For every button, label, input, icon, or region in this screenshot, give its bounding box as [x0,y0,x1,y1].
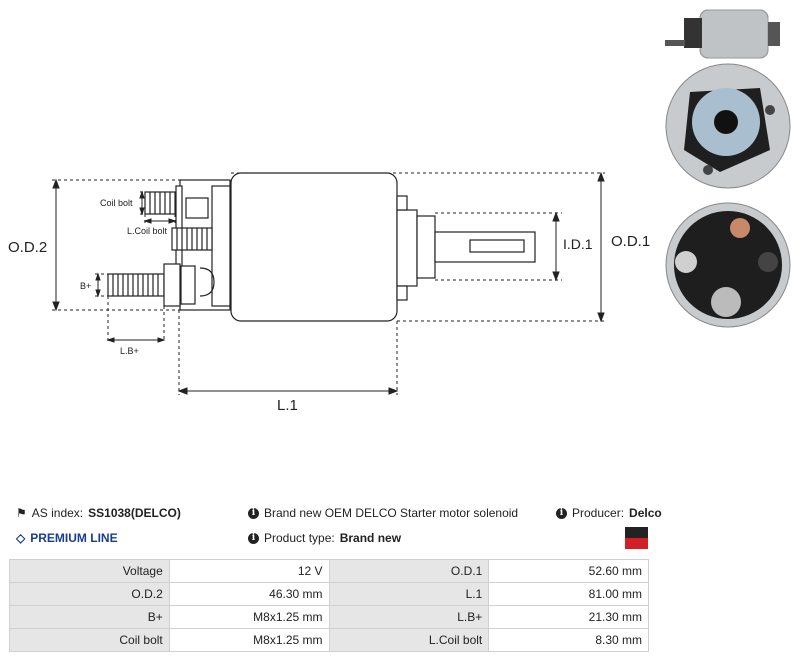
description-text: Brand new OEM DELCO Starter motor soleno… [264,506,519,520]
diamond-icon: ◇ [16,531,26,545]
product-type-row: i Product type: Brand new [248,531,401,545]
spec-value: 46.30 mm [168,582,330,606]
spec-value: 8.30 mm [488,628,649,652]
product-type-value: Brand new [339,531,402,545]
as-index-value: SS1038(DELCO) [88,506,181,520]
product-photo-side [665,9,780,59]
info-icon: i [248,532,259,544]
info-icon: i [556,507,567,519]
spec-value: 12 V [168,559,330,583]
l1-label: L.1 [277,397,298,414]
spec-label: O.D.2 [9,582,170,606]
producer-value: Delco [629,506,662,520]
spec-value: 81.00 mm [488,582,649,606]
l-coil-bolt-label: L.Coil bolt [127,226,168,236]
id1-label: I.D.1 [563,236,593,252]
spec-label: Voltage [9,559,170,583]
product-photo-front [665,63,791,189]
spec-label: B+ [9,605,170,629]
product-photo-back [665,202,791,328]
producer-row: i Producer: Delco [556,506,662,520]
description-row: i Brand new OEM DELCO Starter motor sole… [248,506,518,520]
spec-label: O.D.1 [328,559,490,583]
spec-value: 21.30 mm [488,605,649,629]
spec-value: M8x1.25 mm [168,628,330,652]
od2-label: O.D.2 [8,239,47,256]
b-plus-label: B+ [80,281,91,291]
info-icon: i [248,507,259,519]
od1-label: O.D.1 [611,233,650,250]
spec-label: L.Coil bolt [328,628,490,652]
spec-label: L.B+ [328,605,490,629]
spec-label: Coil bolt [9,628,170,652]
coil-bolt-label: Coil bolt [100,198,133,208]
producer-flag-icon [625,527,648,549]
l-b-plus-label: L.B+ [120,346,139,356]
as-index: ⚑ AS index: SS1038(DELCO) [16,506,181,520]
technical-drawing: O.D.2 O.D.1 I.D.1 L.1 Coil bolt L.Coil b… [8,9,791,414]
spec-value: 52.60 mm [488,559,649,583]
spec-label: L.1 [328,582,490,606]
tag-icon: ⚑ [16,506,27,520]
premium-line: ◇ PREMIUM LINE [16,531,118,545]
spec-value: M8x1.25 mm [168,605,330,629]
